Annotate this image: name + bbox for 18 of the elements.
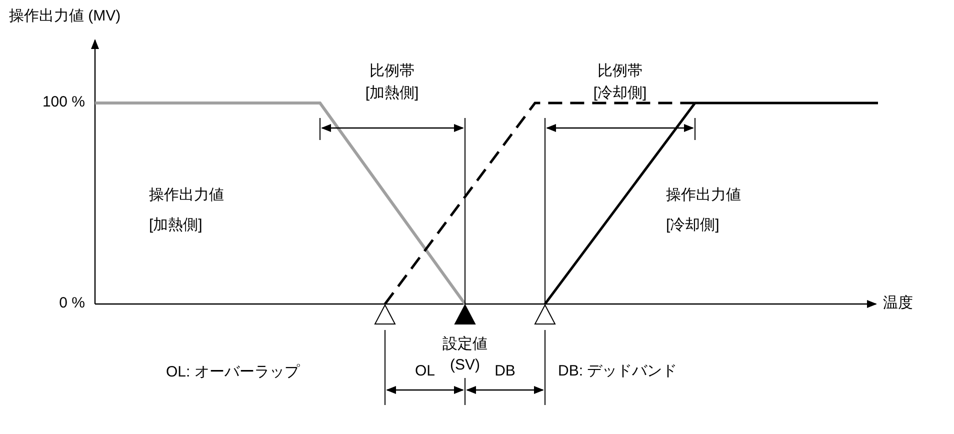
text-label: DB <box>494 362 516 382</box>
text-label: [加熱側] <box>364 84 420 104</box>
text-label: OL <box>414 362 436 382</box>
text-label: [冷却側] <box>665 216 720 236</box>
text-label: (SV) <box>449 356 481 376</box>
text-label: 温度 <box>882 294 914 314</box>
text-label: DB: デッドバンド <box>557 362 678 382</box>
text-label: 操作出力値 <box>665 186 742 206</box>
text-label: 設定値 <box>442 336 488 354</box>
text-label: [加熱側] <box>148 216 204 236</box>
text-label: 操作出力値 (MV) <box>8 8 122 26</box>
text-label: 100 % <box>41 94 86 112</box>
text-label: [冷却側] <box>592 84 648 104</box>
text-label: 0 % <box>58 294 86 314</box>
text-label: 操作出力値 <box>148 186 225 206</box>
text-label: OL: オーバーラップ <box>165 364 300 382</box>
text-label: 比例帯 <box>368 62 416 82</box>
text-label: 比例帯 <box>596 62 644 82</box>
